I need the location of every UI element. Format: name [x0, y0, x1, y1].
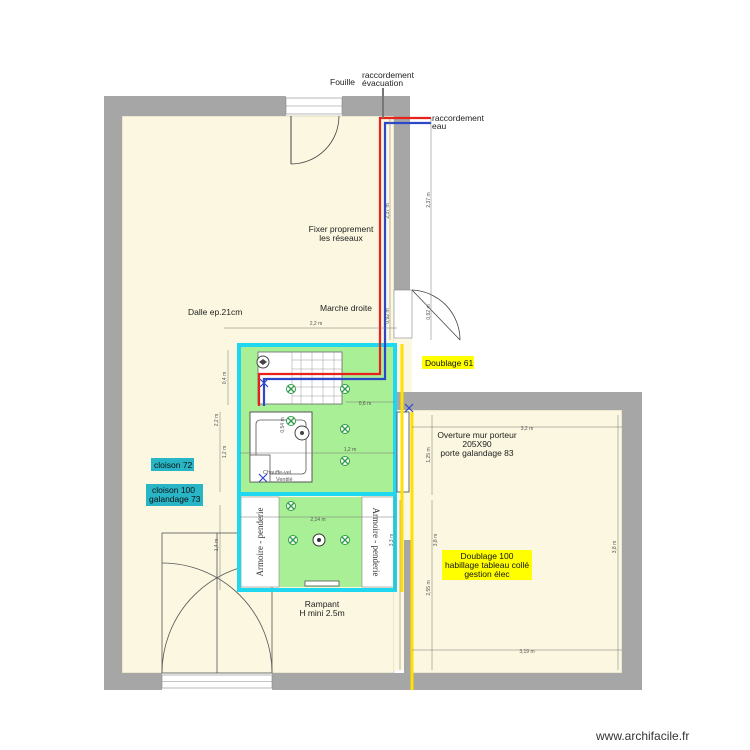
tag-doublage-100-line-3: gestion élec	[464, 569, 510, 579]
dim-0-92-a: 0,92 m	[385, 308, 391, 323]
label-armoire-right: Armoire - penderie	[371, 508, 381, 577]
dim-0-54: 0,54 m	[280, 417, 286, 432]
cabinet-right	[361, 496, 395, 588]
tag-doublage-61-bg	[422, 356, 474, 369]
spot-icon	[288, 535, 298, 545]
walls	[104, 96, 642, 690]
dim-3-19: 3,19 m	[519, 649, 534, 655]
dim-2-37-a: 2,37 m	[385, 203, 391, 218]
spot-icon	[286, 501, 296, 511]
label-marche-droite: Marche droite	[320, 303, 372, 313]
tag-doublage-100-line-2: habillage tableau collé	[445, 560, 529, 570]
watermark-link[interactable]: www.archifacile.fr	[595, 729, 689, 743]
fan-icon	[258, 473, 268, 483]
label-chauffe-eau-2: Ventilé	[276, 477, 293, 483]
plan-labels: Fouille raccordement évacuation raccorde…	[188, 70, 517, 618]
dim-3-8-a: 3,8 m	[433, 534, 439, 547]
tag-cloison-100-line-2: galandage 73	[149, 494, 201, 504]
tag-doublage-100-line-1: Doublage 100	[461, 551, 514, 561]
label-dalle: Dalle ep.21cm	[188, 307, 242, 317]
doublage-lines	[400, 344, 414, 690]
label-ouverture-2: 205X90	[462, 439, 492, 449]
label-ouverture-3: porte galandage 83	[440, 448, 514, 458]
spot-icon	[340, 384, 350, 394]
label-raccordement-evacuation-2: évacuation	[362, 78, 403, 88]
dim-0-92-b: 0,92 m	[426, 304, 432, 319]
hot-water-pipe	[257, 116, 431, 406]
dim-1-25: 1,25 m	[426, 447, 432, 462]
label-rampant-1: Rampant	[305, 599, 340, 609]
spot-lights	[286, 384, 350, 547]
spot-icon	[286, 384, 296, 394]
tag-doublage-100-bg	[442, 550, 532, 580]
passage-door	[393, 289, 461, 341]
dressing-mirror	[304, 580, 340, 587]
dim-3-8-b: 3,8 m	[612, 541, 618, 554]
fan-icon	[404, 403, 414, 413]
spot-icon	[286, 416, 296, 426]
dim-3-3: 3,3 m	[389, 534, 395, 547]
dim-1-4: 1,4 m	[214, 539, 220, 552]
dimension-texts: 2,37 m 2,37 m 0,92 m 0,92 m 2,2 m 0,4 m …	[214, 192, 618, 655]
spot-icon	[340, 535, 350, 545]
dim-2-55: 2,55 m	[426, 580, 432, 595]
label-fixer-1: Fixer proprement	[309, 224, 374, 234]
label-ouverture-1: Overture mur porteur	[437, 430, 517, 440]
cold-water-pipe	[262, 121, 431, 406]
tag-cloison-100-line-1: cloison 100	[152, 485, 195, 495]
tag-doublage-61: Doublage 61	[425, 358, 473, 368]
label-fouille: Fouille	[330, 77, 355, 87]
label-raccordement-eau-1: raccordement	[432, 113, 485, 123]
dim-0-4: 0,4 m	[222, 372, 228, 385]
annotation-tags: Doublage 61 cloison 72 cloison 100 galan…	[146, 356, 532, 580]
bathtub	[249, 411, 313, 483]
dim-1-2-room: 1,2 m	[344, 447, 357, 453]
spot-icon	[340, 456, 350, 466]
dim-1-2-side: 1,2 m	[222, 446, 228, 459]
dim-0-6: 0,6 m	[359, 401, 372, 407]
label-chauffe-eau-1: Chauffe-vel	[263, 470, 291, 476]
label-rampant-2: H mini 2.5m	[299, 608, 344, 618]
dim-2-2-top: 2,2 m	[310, 321, 323, 327]
dim-2-14: 2,14 m	[310, 517, 325, 523]
spot-icon	[340, 424, 350, 434]
bottom-window	[161, 674, 273, 689]
tag-cloison-72-bg	[151, 458, 194, 471]
dim-2-2-side: 2,2 m	[214, 414, 220, 427]
right-room-floor	[411, 409, 623, 674]
label-fixer-2: les réseaux	[319, 233, 363, 243]
network-pipes	[257, 116, 431, 406]
insulation-outline	[237, 343, 397, 592]
label-raccordement-evacuation-1: raccordement	[362, 70, 415, 80]
tag-cloison-100-bg	[146, 484, 203, 506]
label-raccordement-eau-2: eau	[432, 121, 446, 131]
tag-cloison-72: cloison 72	[154, 460, 193, 470]
label-armoire-left: Armoire - penderie	[255, 508, 265, 577]
dimension-lines	[219, 118, 622, 670]
cabinet-left	[240, 496, 280, 588]
dim-2-37-b: 2,37 m	[426, 192, 432, 207]
dim-3-2: 3,2 m	[521, 426, 534, 432]
top-door	[285, 97, 343, 165]
ceiling-light-icon	[312, 533, 326, 547]
